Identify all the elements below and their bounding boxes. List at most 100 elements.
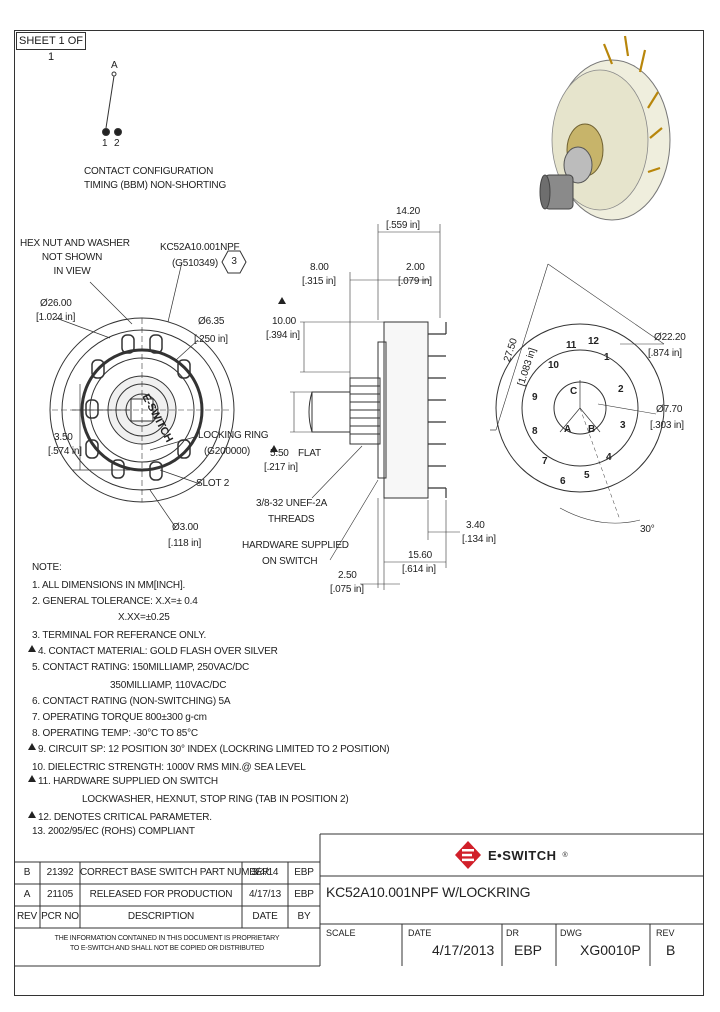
- dim-200-in: [.079 in]: [398, 276, 432, 287]
- dr-value: EBP: [514, 942, 543, 958]
- registered-mark: ®: [562, 851, 568, 859]
- dim-dia-300: Ø3.00: [172, 522, 199, 533]
- critical-triangles: [28, 297, 286, 818]
- rear-view-outline: [490, 263, 665, 524]
- center-label-b: B: [588, 424, 596, 435]
- note-line: 6. CONTACT RATING (NON-SWITCHING) 5A: [32, 696, 231, 707]
- dim-dia-26: Ø26.00: [40, 298, 72, 309]
- thread-spec: 3/8-32 UNEF-2A: [256, 498, 328, 509]
- note-3-number: 3: [231, 256, 237, 267]
- lockring-code: (G200000): [204, 446, 251, 457]
- terminal-11: 11: [566, 340, 577, 351]
- rev-b-by: EBP: [294, 867, 314, 878]
- on-switch: ON SWITCH: [262, 556, 318, 567]
- note-hexagon: [221, 250, 247, 274]
- disclaimer-line2: TO E-SWITCH AND SHALL NOT BE COPIED OR D…: [69, 945, 265, 952]
- dim-1000-in: [.394 in]: [266, 330, 300, 341]
- rev-header-by: BY: [297, 911, 311, 922]
- drawing-title: KC52A10.001NPF W/LOCKRING: [326, 884, 531, 900]
- hex-note-line3: IN VIEW: [53, 266, 91, 277]
- rev-label: REV: [656, 928, 675, 938]
- terminal-7: 7: [542, 456, 548, 467]
- note-line: 11. HARDWARE SUPPLIED ON SWITCH: [38, 776, 218, 787]
- dim-550-flat: FLAT: [298, 448, 321, 459]
- rev-b-date: 3/4/14: [251, 867, 279, 878]
- dim-dia-635: Ø6.35: [198, 316, 225, 327]
- rev-header-pcr: PCR NO: [41, 911, 79, 922]
- dim-dia-770-in: [.303 in]: [650, 420, 684, 431]
- note-line: 13. 2002/95/EC (ROHS) COMPLIANT: [32, 826, 195, 837]
- dim-550-in: [.217 in]: [264, 462, 298, 473]
- dim-550: 5.50: [270, 448, 289, 459]
- company-logo: E•SWITCH ®: [454, 838, 568, 872]
- terminal-10: 10: [548, 360, 559, 371]
- note-line: 4. CONTACT MATERIAL: GOLD FLASH OVER SIL…: [38, 646, 278, 657]
- dim-200: 2.00: [406, 262, 425, 273]
- rev-b-desc: CORRECT BASE SWITCH PART NUMBER: [80, 867, 270, 878]
- terminal-2: 2: [618, 384, 624, 395]
- thread-label: THREADS: [268, 514, 315, 525]
- contact-label-a: A: [111, 60, 118, 71]
- dim-dia-300-in: [.118 in]: [168, 538, 202, 549]
- note-line: 9. CIRCUIT SP: 12 POSITION 30° INDEX (LO…: [38, 744, 390, 755]
- slot-label: SLOT 2: [196, 478, 230, 489]
- terminal-4: 4: [606, 452, 612, 463]
- hardware-supplied: HARDWARE SUPPLIED: [242, 540, 349, 551]
- drawing-border: [14, 30, 704, 996]
- dim-1420-in: [.559 in]: [386, 220, 420, 231]
- rev-header-date: DATE: [252, 911, 278, 922]
- dim-dia-26-in: [1.024 in]: [36, 312, 76, 323]
- rev-b: B: [23, 867, 31, 878]
- note-line: X.XX=±0.25: [118, 612, 170, 623]
- dim-dia-635-in: [.250 in]: [194, 334, 228, 345]
- hex-note-line2: NOT SHOWN: [41, 252, 103, 263]
- dim-800-in: [.315 in]: [302, 276, 336, 287]
- center-label-c: C: [570, 386, 578, 397]
- note-line: 3. TERMINAL FOR REFERANCE ONLY.: [32, 630, 207, 641]
- lockring-label: LOCKING RING: [198, 430, 269, 441]
- note-line: 350MILLIAMP, 110VAC/DC: [110, 680, 227, 691]
- dim-250: 2.50: [338, 570, 357, 581]
- center-label-a: A: [564, 424, 572, 435]
- dim-dia-2220-in: [.874 in]: [648, 348, 682, 359]
- e-switch-logo-icon: [455, 841, 481, 869]
- note-line: 12. DENOTES CRITICAL PARAMETER.: [38, 812, 212, 823]
- rev-a-pcr: 21105: [46, 889, 74, 900]
- rev-a-date: 4/17/13: [249, 889, 281, 900]
- part-ref: KC52A10.001NPF: [160, 242, 240, 253]
- note-line: 1. ALL DIMENSIONS IN MM[INCH].: [32, 580, 186, 591]
- contact-label-1: 1: [102, 138, 108, 149]
- dim-dia-770: Ø7.70: [656, 404, 683, 415]
- dim-340-in: [.134 in]: [462, 534, 496, 545]
- product-render: [539, 35, 671, 221]
- dwg-label: DWG: [560, 928, 582, 938]
- note-line: 5. CONTACT RATING: 150MILLIAMP, 250VAC/D…: [32, 662, 250, 673]
- dim-1000: 10.00: [272, 316, 297, 327]
- angle-30: 30°: [640, 524, 655, 535]
- terminal-12: 12: [588, 336, 599, 347]
- rev-b-pcr: 21392: [46, 867, 74, 878]
- note-line: 8. OPERATING TEMP: -30°C TO 85°C: [32, 728, 198, 739]
- terminal-3: 3: [620, 420, 626, 431]
- note-line: 10. DIELECTRIC STRENGTH: 1000V RMS MIN.@…: [32, 762, 306, 773]
- notes-title: NOTE:: [32, 562, 62, 573]
- date-label: DATE: [408, 928, 432, 938]
- brand-name: E•SWITCH: [488, 847, 557, 863]
- dim-340: 3.40: [466, 520, 485, 531]
- note-line: LOCKWASHER, HEXNUT, STOP RING (TAB IN PO…: [82, 794, 349, 805]
- rev-a-desc: RELEASED FOR PRODUCTION: [89, 889, 233, 900]
- contact-timing: TIMING (BBM) NON-SHORTING: [84, 180, 227, 191]
- rev-value: B: [666, 942, 676, 958]
- dr-label: DR: [506, 928, 519, 938]
- terminal-5: 5: [584, 470, 590, 481]
- rev-header-rev: REV: [17, 911, 37, 922]
- note-line: 2. GENERAL TOLERANCE: X.X=± 0.4: [32, 596, 198, 607]
- dim-dia-2220: Ø22.20: [654, 332, 686, 343]
- terminal-8: 8: [532, 426, 538, 437]
- terminal-6: 6: [560, 476, 566, 487]
- terminal-9: 9: [532, 392, 538, 403]
- contact-label-2: 2: [114, 138, 120, 149]
- part-code: (G510349): [172, 258, 219, 269]
- rev-a-by: EBP: [294, 889, 314, 900]
- dim-1420: 14.20: [396, 206, 421, 217]
